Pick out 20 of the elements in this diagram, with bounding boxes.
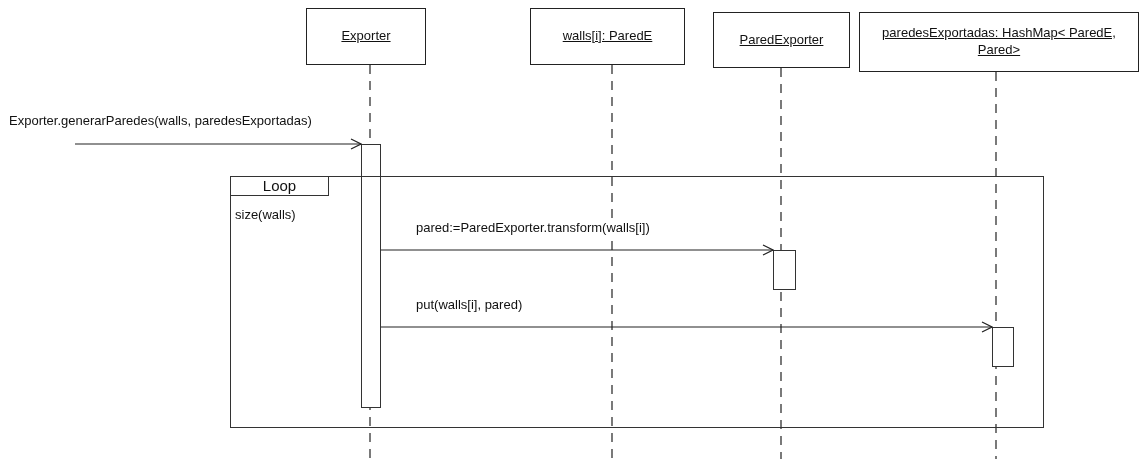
lifeline-head (306, 8, 426, 65)
object-name: paredesExportadas: HashMap< ParedE, Pared> (881, 25, 1117, 59)
object-name: walls[i]: ParedE (562, 28, 653, 45)
message-arrow (380, 244, 774, 256)
message-arrow (380, 321, 993, 333)
lifeline-head (713, 12, 850, 68)
message-label: put(walls[i], pared) (415, 297, 524, 312)
object-name: Exporter (341, 28, 391, 45)
activation-bar (361, 144, 381, 408)
activation-bar (992, 327, 1014, 367)
object-name: ParedExporter (739, 31, 824, 49)
loop-fragment (230, 176, 1044, 428)
guard-condition: size(walls) (235, 207, 296, 222)
lifeline-head (530, 8, 685, 65)
message-label: pared:=ParedExporter.transform(walls[i]) (415, 220, 651, 235)
message-label: Exporter.generarParedes(walls, paredesExportadas) (8, 113, 313, 128)
activation-bar (773, 250, 796, 290)
message-arrow (74, 138, 362, 150)
lifeline-head (859, 12, 1139, 72)
fragment-label: Loop (230, 176, 329, 196)
